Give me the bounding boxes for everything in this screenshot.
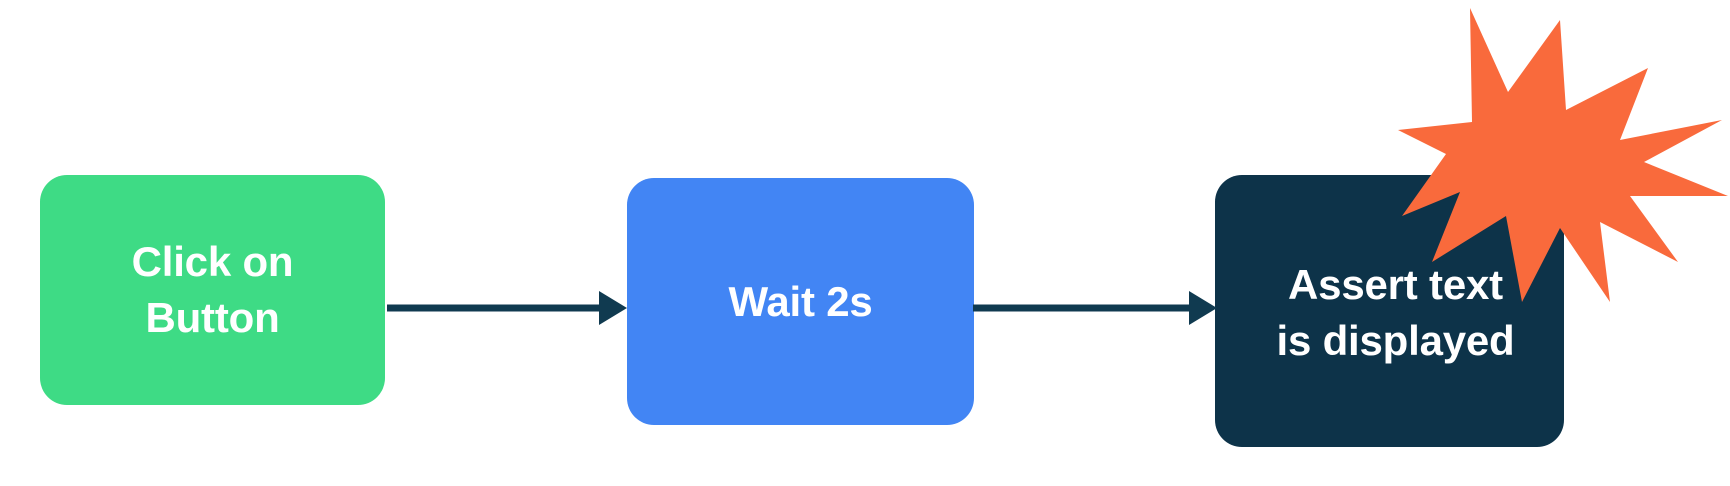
arrowhead-icon [599, 291, 627, 325]
node-assert-text-is-displayed-label: Assert text is displayed [1276, 261, 1515, 364]
node-click-on-button[interactable]: Click on Button [40, 175, 385, 405]
node-assert-text-is-displayed[interactable]: Assert text is displayed [1215, 175, 1564, 447]
arrowhead-icon [1189, 291, 1217, 325]
connector-wait-to-assert [973, 291, 1217, 325]
node-click-on-button-label: Click on Button [131, 238, 294, 341]
node-wait-2s[interactable]: Wait 2s [627, 178, 974, 425]
node-wait-2s-label: Wait 2s [728, 277, 873, 325]
connector-click-to-wait [387, 291, 627, 325]
